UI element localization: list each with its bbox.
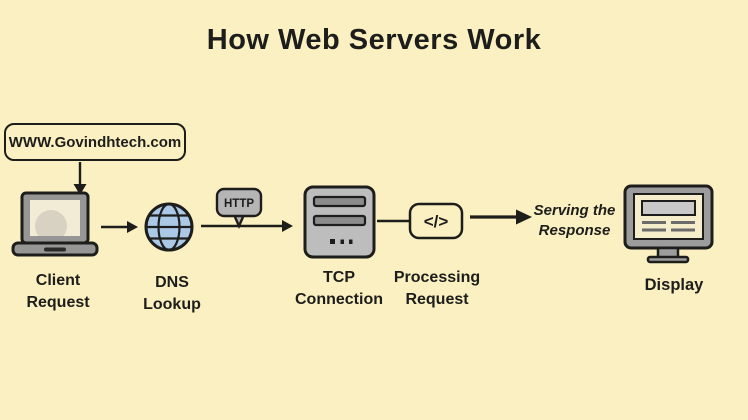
arrow-url-to-client xyxy=(73,162,87,195)
label-serving-response: Serving the Response xyxy=(533,202,616,239)
url-box: WWW.Govindhtech.com xyxy=(4,123,186,161)
page-title: How Web Servers Work xyxy=(206,24,542,56)
arrow-dns-to-tcp xyxy=(201,220,293,232)
http-bubble: HTTP xyxy=(215,187,263,229)
url-box-label: WWW.Govindhtech.com xyxy=(8,133,182,151)
label-display: Display xyxy=(644,276,704,294)
globe-icon xyxy=(144,202,194,252)
code-icon-label: </> xyxy=(424,212,449,231)
arrow-client-to-dns xyxy=(101,221,138,233)
code-icon: </> xyxy=(408,202,464,240)
label-dns-lookup: DNS Lookup xyxy=(143,274,201,313)
label-tcp-connection: TCP Connection xyxy=(295,269,383,308)
label-client-request: Client Request xyxy=(26,272,90,311)
http-bubble-label: HTTP xyxy=(224,198,254,210)
monitor-icon xyxy=(623,184,714,264)
arrow-processing-to-response xyxy=(470,209,532,225)
server-icon xyxy=(303,185,376,259)
laptop-icon xyxy=(11,191,99,257)
label-processing-request: Processing Request xyxy=(393,269,481,308)
